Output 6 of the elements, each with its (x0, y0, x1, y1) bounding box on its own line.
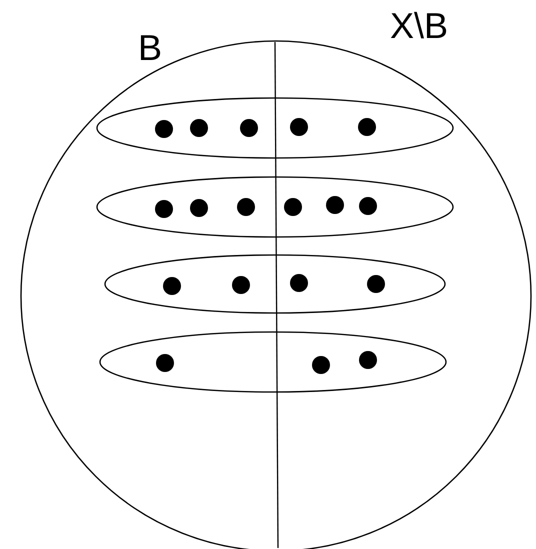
partition-ellipse (99, 331, 447, 393)
set-label: X\B (390, 8, 448, 44)
partition-ellipse (96, 97, 454, 159)
set-label: B (138, 30, 162, 66)
partition-ellipse (104, 254, 446, 314)
partition-ellipse (96, 176, 454, 238)
